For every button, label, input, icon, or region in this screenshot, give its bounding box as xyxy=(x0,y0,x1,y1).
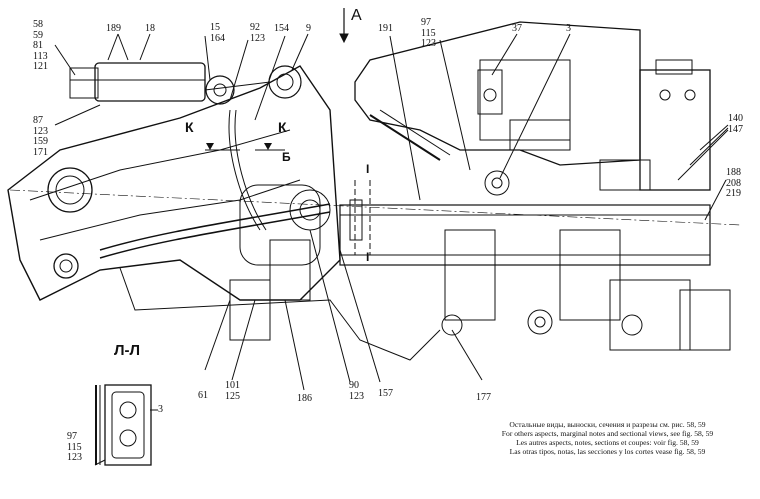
callout-97: 97 xyxy=(421,17,431,28)
callout-37: 37 xyxy=(512,23,522,34)
callout-123-a: 123 xyxy=(250,32,265,44)
callout-group-90: 90 123 xyxy=(349,380,364,402)
callout-101: 101 xyxy=(225,380,240,391)
callout-group-188: 188 208 219 xyxy=(726,167,741,200)
note-es: Las otras tipos, notas, las secciones y … xyxy=(509,447,706,456)
callout-18: 18 xyxy=(145,23,155,34)
callout-164: 164 xyxy=(210,32,225,44)
callout-group-87: 87 123 159 171 xyxy=(33,115,48,158)
note-ru: Остальные виды, выноски, сечения и разре… xyxy=(509,420,706,429)
callout-171: 171 xyxy=(33,146,48,158)
section-view-body xyxy=(104,384,152,466)
callout-154: 154 xyxy=(274,23,289,34)
callout-92: 92 xyxy=(250,22,260,33)
cab-outline xyxy=(354,21,641,166)
pivot-lower xyxy=(53,253,79,279)
callout-191: 191 xyxy=(378,23,393,34)
callout-208: 208 xyxy=(726,177,741,189)
callout-81: 81 xyxy=(33,40,43,51)
callout-189: 189 xyxy=(106,23,121,34)
section-mark-i-bottom: I xyxy=(366,250,370,264)
callout-group-140: 140 147 xyxy=(728,113,743,135)
cylinder-18 xyxy=(94,62,206,102)
callout-87: 87 xyxy=(33,115,43,126)
view-arrow-a-label: А xyxy=(351,7,362,24)
callout-group-15: 15 164 xyxy=(210,22,225,44)
section-mark-i-top: I xyxy=(366,162,370,176)
callout-157: 157 xyxy=(378,388,393,399)
callout-3: 3 xyxy=(566,23,571,34)
callout-group-58: 58 59 81 113 121 xyxy=(33,19,48,73)
housing-central xyxy=(239,184,321,266)
callout-125: 125 xyxy=(225,390,240,402)
transmission xyxy=(339,204,711,266)
section-callout-123: 123 xyxy=(67,452,82,463)
section-title: Л-Л xyxy=(114,342,141,359)
callout-188: 188 xyxy=(726,167,741,178)
callout-59: 59 xyxy=(33,29,43,41)
callout-123-b: 123 xyxy=(421,38,436,49)
callout-186: 186 xyxy=(297,393,312,404)
callout-15: 15 xyxy=(210,22,220,33)
callout-group-101: 101 125 xyxy=(225,380,240,402)
callout-159: 159 xyxy=(33,136,48,147)
callout-90: 90 xyxy=(349,380,359,391)
callout-9: 9 xyxy=(306,23,311,34)
section-callout-115: 115 xyxy=(67,441,82,453)
section-callout-3: 3 xyxy=(158,404,163,415)
callout-123-d: 123 xyxy=(349,390,364,402)
callout-group-97: 97 115 123 xyxy=(421,17,436,50)
callout-group-92: 92 123 xyxy=(250,22,265,44)
callout-61: 61 xyxy=(198,390,208,401)
section-callout-group-97: 97 115 123 xyxy=(67,431,82,464)
engine-block xyxy=(639,69,711,191)
section-mark-k-right: К xyxy=(278,119,287,135)
callout-121: 121 xyxy=(33,61,48,72)
callout-219: 219 xyxy=(726,188,741,199)
section-mark-b: Б xyxy=(282,150,291,164)
callout-58: 58 xyxy=(33,19,43,30)
frame-outline xyxy=(7,65,341,301)
pivot-3 xyxy=(484,170,510,196)
pivot-left xyxy=(47,167,93,213)
section-mark-k-left: К xyxy=(185,119,194,135)
valve-37 xyxy=(477,69,503,115)
callout-177: 177 xyxy=(476,392,491,403)
callout-140: 140 xyxy=(728,113,743,124)
section-callout-97: 97 xyxy=(67,431,77,442)
callout-113: 113 xyxy=(33,50,48,62)
callout-147: 147 xyxy=(728,123,743,135)
callout-123-c: 123 xyxy=(33,125,48,137)
reference-notes: Остальные виды, выноски, сечения и разре… xyxy=(470,420,745,456)
note-fr: Les autres aspects, notes, sections et c… xyxy=(516,438,699,447)
pivot-9 xyxy=(268,65,302,99)
note-en: For others aspects, marginal notes and s… xyxy=(501,429,714,438)
callout-115: 115 xyxy=(421,27,436,39)
